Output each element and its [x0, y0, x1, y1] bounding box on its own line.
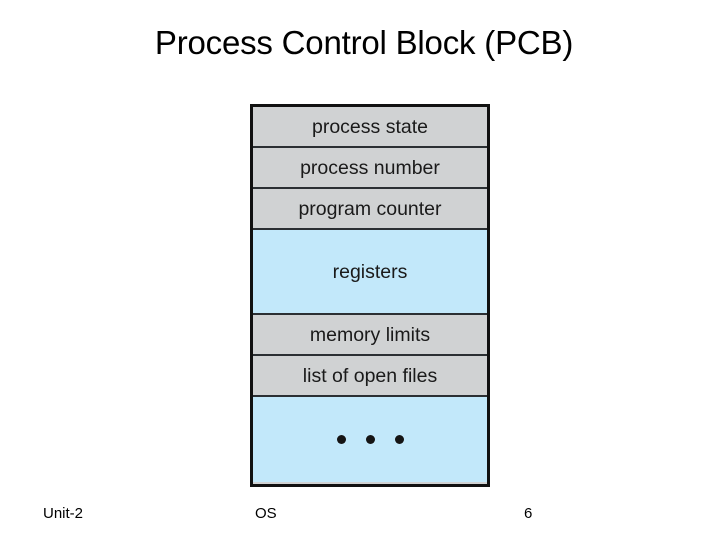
pcb-field-more: [253, 397, 487, 482]
pcb-field-label: program counter: [298, 197, 442, 220]
pcb-field-label: process number: [300, 156, 440, 179]
slide-footer: Unit-2 OS 6: [0, 503, 728, 529]
pcb-field-list-of-open-files: list of open files: [253, 356, 487, 397]
process-control-block-diagram: process state process number program cou…: [250, 104, 490, 487]
ellipsis-dot: [336, 435, 346, 444]
pcb-field-program-counter: program counter: [253, 189, 487, 230]
ellipsis-dot: [394, 435, 404, 444]
footer-page-number: 6: [524, 505, 533, 522]
page-title: Process Control Block (PCB): [154, 24, 574, 61]
pcb-field-label: memory limits: [309, 323, 431, 346]
ellipsis-dots-icon: [336, 435, 404, 444]
pcb-field-label: registers: [332, 260, 408, 283]
pcb-field-process-state: process state: [253, 107, 487, 148]
footer-unit-label: Unit-2: [43, 505, 84, 522]
ellipsis-dot: [365, 435, 375, 444]
pcb-field-process-number: process number: [253, 148, 487, 189]
pcb-field-label: process state: [312, 115, 428, 138]
footer-subject-label: OS: [255, 505, 277, 522]
pcb-field-registers: registers: [253, 230, 487, 315]
pcb-field-label: list of open files: [302, 364, 438, 387]
pcb-field-memory-limits: memory limits: [253, 315, 487, 356]
